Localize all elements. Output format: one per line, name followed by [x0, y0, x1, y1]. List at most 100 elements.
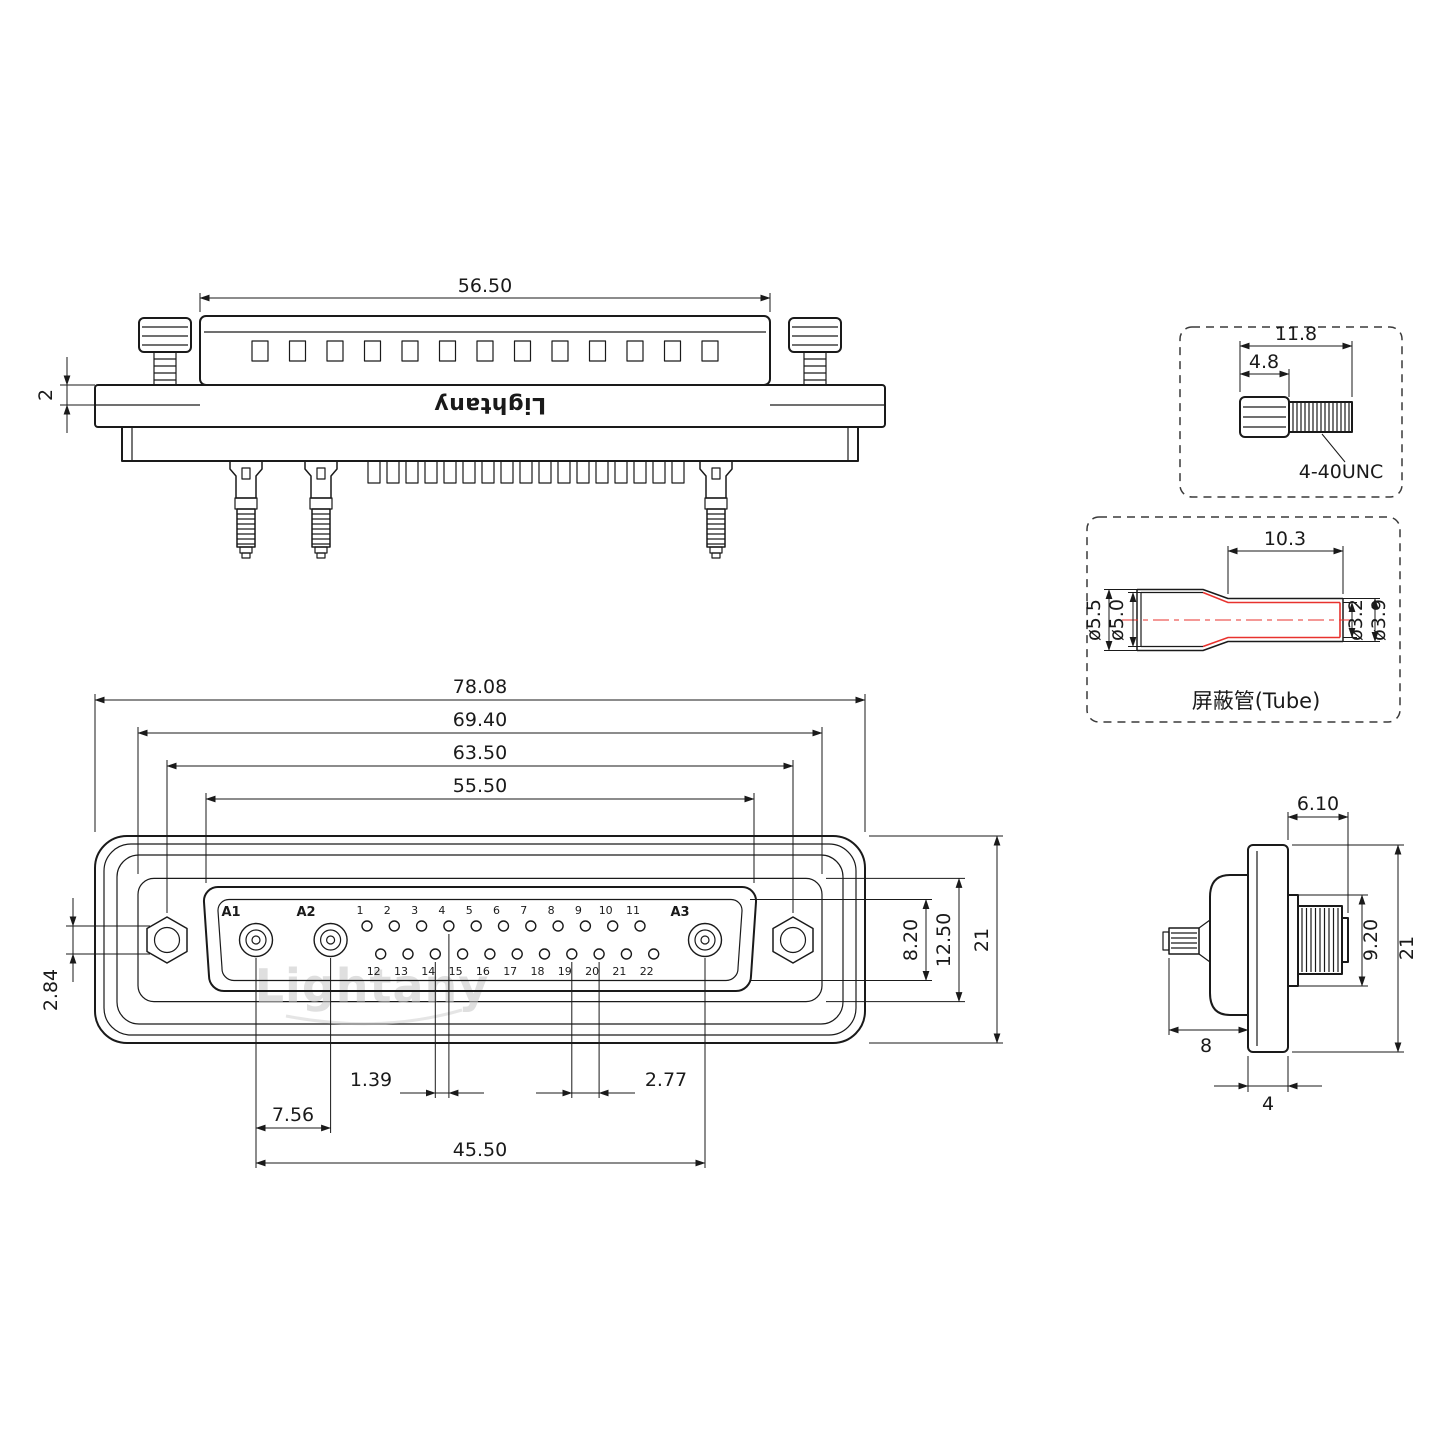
dim-tube-id-small: ø3.2 [1343, 599, 1367, 641]
signal-pins-top-row [361, 920, 646, 932]
pin-label-a3: A3 [670, 905, 689, 920]
left-thumbscrew [138, 317, 192, 386]
dim-top-shell-width: 56.50 [199, 275, 771, 312]
svg-text:15: 15 [449, 965, 463, 978]
shell-contact-windows [251, 340, 719, 362]
front-gasket-outline [116, 854, 844, 1025]
brand-logo-topview: Lightany [434, 392, 546, 417]
tube-detail: 10.3 ø5.5 ø5.0 ø3.2 ø3.9 屏蔽管(Tube) [1083, 516, 1401, 723]
front-boss-outline [137, 877, 823, 1003]
svg-text:ø3.9: ø3.9 [1368, 599, 1390, 641]
dim-tube-od-large: ø5.5 [1083, 589, 1137, 651]
svg-text:12: 12 [367, 965, 381, 978]
dim-tube-od-small: ø3.9 [1343, 598, 1390, 642]
dshell-inner [217, 898, 743, 982]
svg-text:55.50: 55.50 [453, 775, 507, 797]
svg-text:63.50: 63.50 [453, 742, 507, 764]
dim-insert-height: 8.20 [750, 899, 932, 981]
dim-front-flange-width: 69.40 [137, 709, 823, 874]
svg-text:69.40: 69.40 [453, 709, 507, 731]
dim-pitch: 2.77 [536, 1069, 687, 1097]
svg-text:3: 3 [411, 904, 418, 917]
dim-a1-a2: 7.56 [255, 1104, 332, 1132]
svg-text:17: 17 [503, 965, 517, 978]
side-view: 6.10 9.20 21 8 4 [1162, 793, 1418, 1115]
shell-rear-outline [199, 315, 771, 386]
screw-detail: 11.8 4.8 4-40UNC [1179, 323, 1403, 498]
svg-text:4: 4 [438, 904, 445, 917]
svg-text:2: 2 [384, 904, 391, 917]
dim-tube-id-large: ø5.0 [1106, 592, 1141, 647]
coax-contact-a2 [304, 460, 338, 559]
thread-leader-line [1321, 433, 1346, 463]
right-thumbscrew [788, 317, 842, 386]
dshell-outer [202, 885, 758, 992]
dim-half-pitch: 1.39 [350, 1069, 484, 1097]
pin-label-a2: A2 [296, 905, 315, 920]
coax-contact-a1 [229, 460, 263, 559]
coax-pin-a3 [687, 922, 723, 958]
signal-pin-labels-top: 1 2 3 4 5 6 7 8 9 10 11 [357, 904, 641, 917]
svg-text:4.8: 4.8 [1249, 351, 1279, 373]
screw-head-knurl [1243, 406, 1286, 428]
svg-text:8: 8 [1200, 1035, 1212, 1057]
detail-box-screw [1179, 326, 1403, 498]
dim-mount-hole-spacing: 63.50 [166, 742, 794, 913]
dim-screw-total: 11.8 [1239, 323, 1353, 397]
dim-tube-length: 10.3 [1227, 528, 1344, 594]
signal-pins-bottom-row [375, 948, 660, 960]
mount-nut-right [772, 916, 814, 964]
dim-front-depth: 6.10 [1287, 793, 1349, 913]
front-shell-step [1287, 894, 1299, 987]
screw-thread [1288, 401, 1353, 433]
svg-text:7: 7 [520, 904, 527, 917]
svg-text:8: 8 [548, 904, 555, 917]
svg-text:10: 10 [599, 904, 613, 917]
svg-text:19: 19 [558, 965, 572, 978]
svg-text:5: 5 [466, 904, 473, 917]
coax-pin-a2 [313, 922, 348, 958]
svg-text:4: 4 [1262, 1093, 1274, 1115]
dim-screw-head: 4.8 [1239, 351, 1290, 397]
svg-text:8.20: 8.20 [900, 919, 922, 961]
svg-text:21: 21 [612, 965, 626, 978]
svg-text:9.20: 9.20 [1360, 919, 1382, 961]
dim-plate-thickness: 2 [35, 357, 95, 433]
dim-side-total-height: 21 [1292, 844, 1418, 1053]
dim-front-total-height: 21 [869, 835, 1003, 1044]
detail-box-tube [1086, 516, 1401, 723]
insulator-body [121, 426, 859, 462]
front-flange-inner [103, 843, 857, 1036]
dim-a1-a3: 45.50 [255, 1139, 706, 1167]
side-flange [1247, 844, 1289, 1053]
svg-text:ø3.2: ø3.2 [1345, 599, 1367, 641]
svg-text:2.77: 2.77 [645, 1069, 687, 1091]
dim-front-shell-height: 12.50 [826, 877, 965, 1003]
svg-text:18: 18 [531, 965, 545, 978]
svg-text:22: 22 [640, 965, 654, 978]
watermark-swoosh [285, 1008, 463, 1026]
dim-front-shell-width: 55.50 [205, 775, 755, 883]
screw-thread-hatch [1292, 403, 1350, 431]
svg-text:11.8: 11.8 [1275, 323, 1317, 345]
svg-text:45.50: 45.50 [453, 1139, 507, 1161]
coupling-tip [1341, 917, 1349, 963]
dim-side-shell-height: 9.20 [1293, 894, 1382, 987]
tube-caption: 屏蔽管(Tube) [1192, 689, 1321, 713]
svg-text:2: 2 [35, 389, 57, 401]
svg-text:21: 21 [1396, 936, 1418, 960]
svg-text:ø5.0: ø5.0 [1106, 599, 1128, 641]
coax-pin-a1 [238, 922, 274, 958]
svg-text:11: 11 [626, 904, 640, 917]
svg-text:78.08: 78.08 [453, 676, 507, 698]
svg-text:21: 21 [971, 928, 993, 952]
coax-contact-a3 [699, 460, 733, 559]
svg-text:1: 1 [357, 904, 364, 917]
front-flange-outer [94, 835, 866, 1044]
svg-text:16: 16 [476, 965, 490, 978]
rear-boot [1209, 874, 1249, 1016]
svg-text:9: 9 [575, 904, 582, 917]
svg-text:14: 14 [421, 965, 435, 978]
